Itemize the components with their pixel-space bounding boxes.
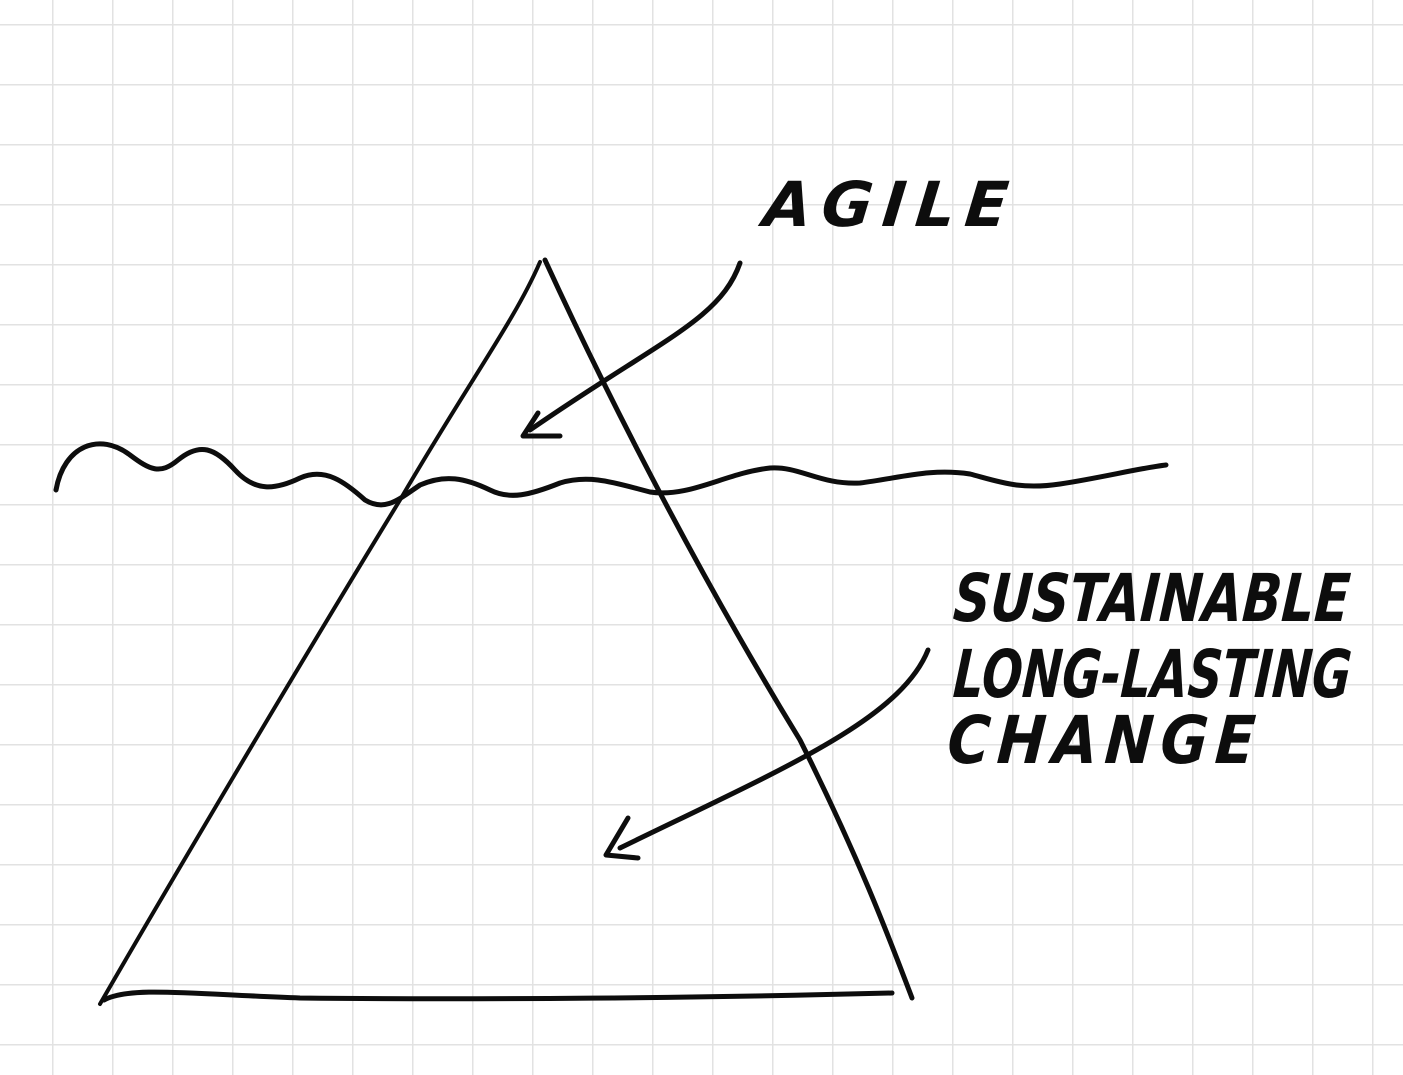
arrow-to-tip-head: [520, 410, 563, 439]
arrow-to-base: [617, 647, 931, 851]
label-agile: AGILE: [760, 168, 1022, 241]
label-line-3: CHANGE: [945, 702, 1265, 779]
waterline-wave: [53, 441, 1169, 508]
label-line-1: SUSTAINABLE: [951, 560, 1353, 637]
arrow-to-base-head: [603, 815, 641, 861]
iceberg-left-edge: [98, 260, 542, 1006]
label-line-2: LONG-LASTING: [951, 636, 1355, 713]
arrow-to-tip: [527, 260, 743, 433]
iceberg-base: [101, 989, 895, 1003]
iceberg-right-edge: [542, 257, 915, 1001]
